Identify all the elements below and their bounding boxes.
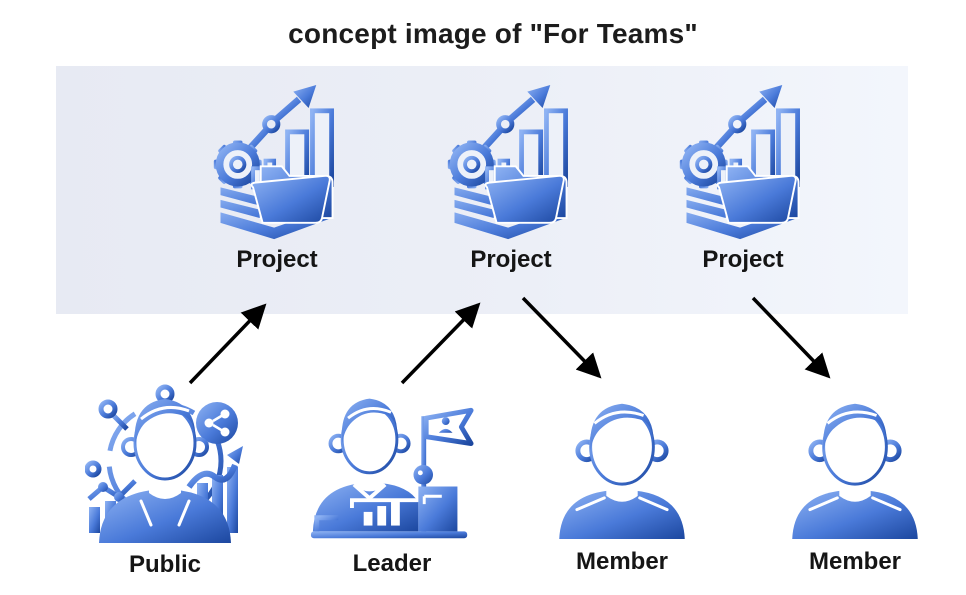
flag-person-glyph bbox=[441, 417, 450, 425]
leader-person-flag-icon bbox=[310, 398, 474, 539]
project-label: Project bbox=[702, 246, 784, 273]
member-avatar-icon bbox=[559, 403, 685, 540]
arrow-leader-to-project2 bbox=[400, 302, 481, 385]
person-group-member-2: Member bbox=[768, 390, 942, 576]
member-avatar-icon bbox=[792, 403, 918, 540]
person-label: Member bbox=[808, 548, 902, 575]
project-folder-chart-icon bbox=[213, 84, 334, 240]
person-group-leader: Leader bbox=[305, 388, 479, 578]
person-group-member-1: Member bbox=[535, 390, 709, 576]
project-group-2: Project bbox=[426, 84, 596, 274]
person-label: Member bbox=[575, 548, 669, 575]
arrow-public-to-project1 bbox=[188, 303, 267, 385]
person-group-public: Public bbox=[78, 383, 252, 579]
project-group-3: Project bbox=[658, 84, 828, 274]
project-label: Project bbox=[470, 246, 552, 273]
public-person-network-icon bbox=[85, 384, 243, 543]
person-label: Leader bbox=[352, 550, 432, 577]
person-label: Public bbox=[128, 551, 201, 578]
hand-on-pole bbox=[413, 465, 434, 485]
project-folder-chart-icon bbox=[447, 84, 568, 240]
project-label: Project bbox=[236, 246, 318, 273]
project-group-1: Project bbox=[192, 84, 362, 274]
project-folder-chart-icon bbox=[679, 84, 800, 240]
page-title: concept image of "For Teams" bbox=[288, 18, 698, 49]
